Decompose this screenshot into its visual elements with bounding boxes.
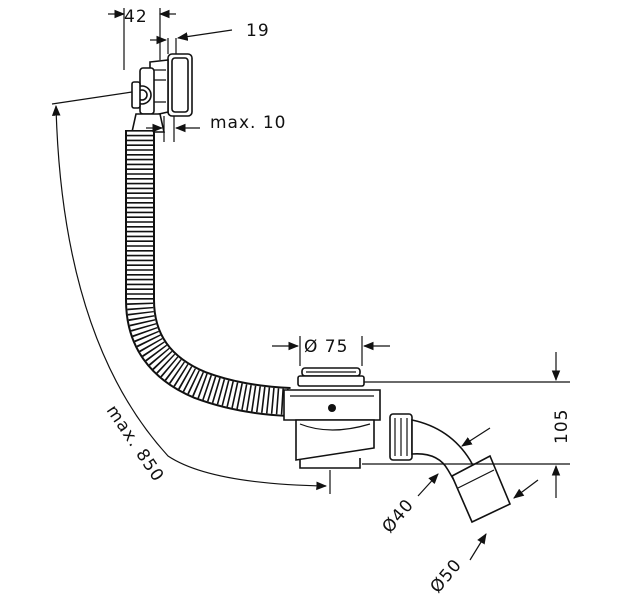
dim-19: 19 bbox=[150, 21, 270, 54]
dim-42-label: 42 bbox=[124, 7, 148, 27]
corrugated-hose bbox=[125, 130, 291, 417]
overflow-assembly bbox=[131, 53, 193, 133]
dim-max-850: max. 850 bbox=[51, 91, 331, 494]
dim-dia-75-label: Ø 75 bbox=[304, 337, 348, 357]
dim-42: 42 bbox=[108, 7, 176, 70]
dim-19-label: 19 bbox=[246, 21, 270, 41]
dim-105: 105 bbox=[362, 352, 572, 498]
dim-dia-40-label: Ø40 bbox=[379, 495, 419, 537]
drain-body bbox=[283, 367, 512, 524]
dim-max-10-label: max. 10 bbox=[210, 113, 286, 133]
dim-dia-50-label: Ø50 bbox=[427, 555, 467, 597]
dim-dia-75: Ø 75 bbox=[272, 336, 390, 366]
dim-max-10: max. 10 bbox=[146, 113, 286, 142]
dim-105-label: 105 bbox=[552, 409, 572, 444]
